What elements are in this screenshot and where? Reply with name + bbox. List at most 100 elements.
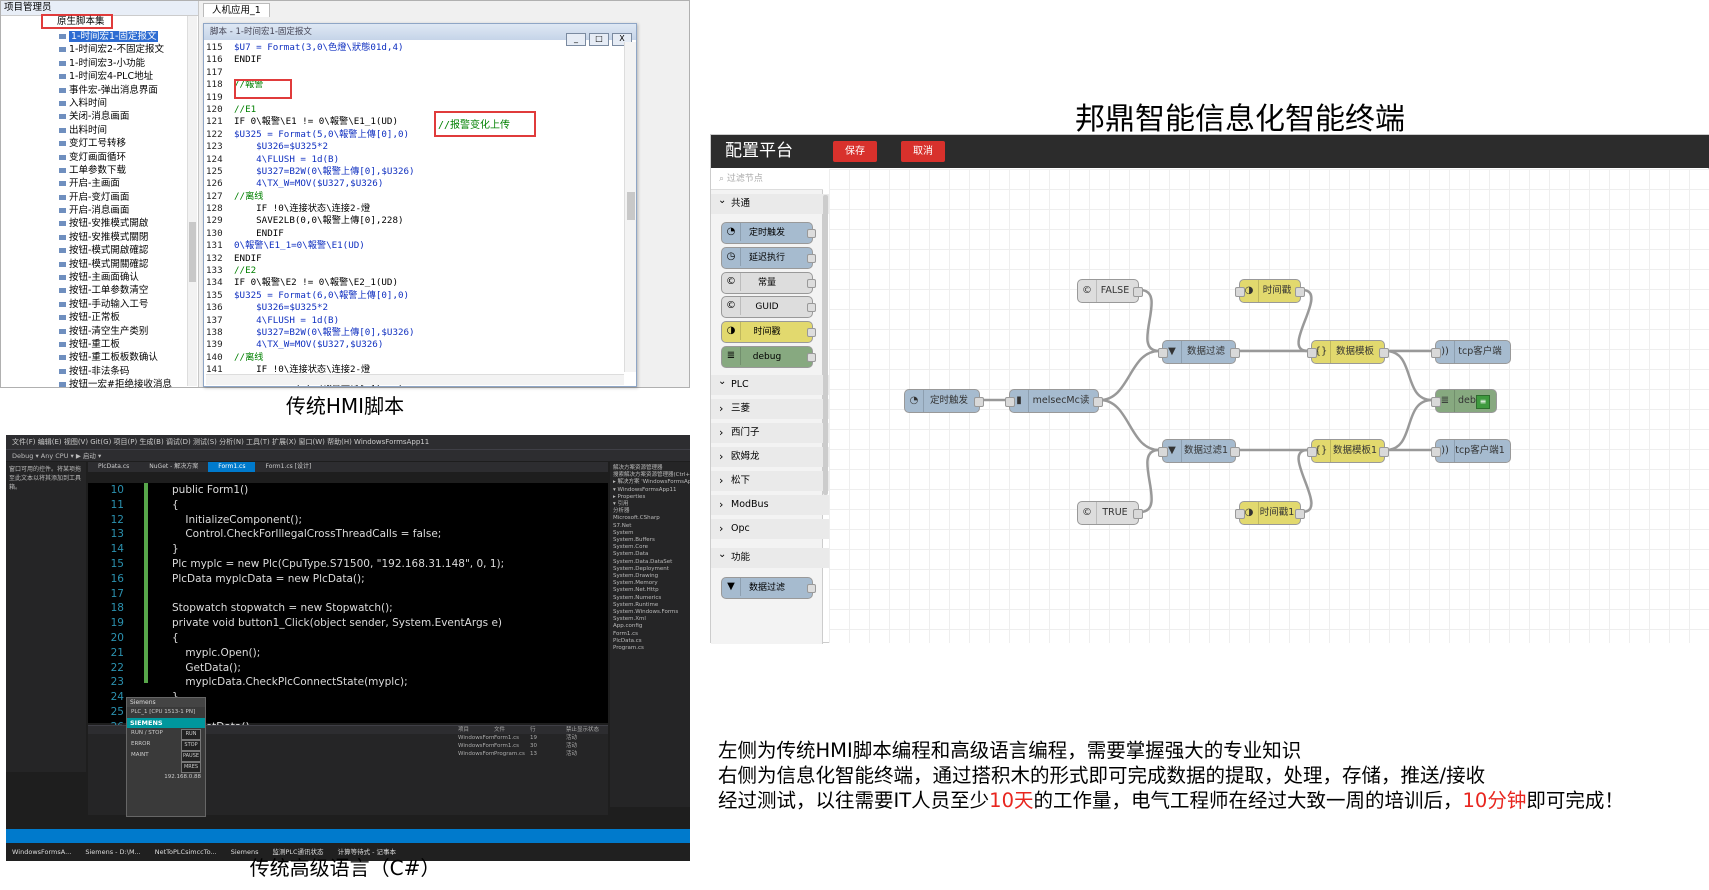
palette-scrollbar[interactable] xyxy=(823,195,828,495)
solution-item[interactable]: Program.cs xyxy=(613,645,644,652)
solution-item[interactable]: System.Data xyxy=(613,551,649,558)
output-port[interactable] xyxy=(1379,447,1389,457)
palette-category[interactable]: 共通 xyxy=(711,191,835,214)
wire-true-filter2[interactable] xyxy=(1139,448,1160,514)
tree-item[interactable]: 按钮-模式開啟確認 xyxy=(1,244,198,257)
palette-category[interactable]: 西门子 xyxy=(711,423,835,443)
tree-item[interactable]: 按钮-非法条码 xyxy=(1,365,198,378)
taskbar-item[interactable]: NetToPLCsimccTo... xyxy=(154,848,217,856)
solution-item[interactable]: System.Net.Http xyxy=(613,587,659,594)
vs-menu-bar[interactable]: 文件(F) 编辑(E) 视图(V) Git(G) 项目(P) 生成(B) 调试(… xyxy=(6,435,690,449)
flow-node-ts1[interactable]: ◑时间戳 xyxy=(1235,279,1305,303)
tree-item[interactable]: 按钮-清空生产类别 xyxy=(1,325,198,338)
tree-item[interactable]: 关闭-消息画面 xyxy=(1,110,198,123)
solution-item[interactable]: ▾ WindowsFormsApp11 xyxy=(613,486,677,493)
taskbar-item[interactable]: Siemens - D:\M... xyxy=(85,848,141,856)
tree-item[interactable]: 1-时间宏4-PLC地址 xyxy=(1,70,198,83)
taskbar-item[interactable]: 计算等待式 - 记事本 xyxy=(337,848,397,856)
wire-melsec-filter2[interactable] xyxy=(1099,398,1160,452)
tree-root-node[interactable]: 原生脚本集 xyxy=(41,14,113,29)
plcsim-mode-button[interactable]: STOP xyxy=(181,740,201,751)
tree-scrollbar[interactable] xyxy=(187,16,197,386)
input-port[interactable] xyxy=(1431,348,1441,358)
taskbar-item[interactable]: WindowsFormsA... xyxy=(12,848,72,856)
solution-item[interactable]: System.Core xyxy=(613,544,648,551)
wire-ts1-tpl1[interactable] xyxy=(1297,288,1313,353)
flow-node-false[interactable]: ©FALSE xyxy=(1077,279,1143,303)
tree-item[interactable]: 事件宏-弹出消息界面 xyxy=(1,84,198,97)
palette-category[interactable]: ModBus xyxy=(711,495,835,515)
flow-node-tcp2[interactable]: ))tcp客户端1 xyxy=(1431,439,1511,463)
palette-category[interactable]: 欧姆龙 xyxy=(711,447,835,467)
solution-item[interactable]: System.Deployment xyxy=(613,565,669,572)
taskbar-item[interactable]: Siemens xyxy=(230,848,259,856)
solution-item[interactable]: Microsoft.CSharp xyxy=(613,515,660,522)
flow-node-trigger[interactable]: ◔定时触发 xyxy=(904,389,984,413)
tree-item[interactable]: 入料时间 xyxy=(1,97,198,110)
vs-toolbar[interactable]: Debug ▾ Any CPU ▾ ▶ 启动 ▾ xyxy=(6,449,690,461)
input-port[interactable] xyxy=(1158,348,1168,358)
palette-category[interactable]: Opc xyxy=(711,519,835,539)
vs-tab[interactable]: Form1.cs [设计] xyxy=(265,463,312,470)
palette-category[interactable]: PLC xyxy=(711,372,835,395)
palette-node[interactable]: ≣debug xyxy=(721,346,816,368)
output-port[interactable] xyxy=(1295,287,1305,297)
flow-node-tpl1[interactable]: {}数据模板 xyxy=(1307,340,1389,364)
tree-item[interactable]: 1-时间宏1-固定报文 xyxy=(1,30,198,43)
flow-node-filter1[interactable]: ▼数据过滤 xyxy=(1158,340,1240,364)
solution-item[interactable]: System.Buffers xyxy=(613,537,655,544)
output-port[interactable] xyxy=(1379,348,1389,358)
output-port[interactable] xyxy=(1295,509,1305,519)
tree-item[interactable]: 按钮-重工板 xyxy=(1,338,198,351)
input-port[interactable] xyxy=(1307,348,1317,358)
tree-item[interactable]: 开启-主画面 xyxy=(1,177,198,190)
save-button[interactable]: 保存 xyxy=(833,141,877,162)
tree-item[interactable]: 按钮-重工板板数确认 xyxy=(1,351,198,364)
tree-item[interactable]: 1-时间宏2-不固定报文 xyxy=(1,43,198,56)
solution-item[interactable]: Form1.cs xyxy=(613,630,638,637)
solution-item[interactable]: System.Data.DataSet xyxy=(613,558,673,565)
output-port[interactable] xyxy=(1133,287,1143,297)
flow-node-debug[interactable]: ≣debug≡ xyxy=(1431,389,1497,413)
flow-workspace[interactable]: ◔定时触发▮melsecMc读©FALSE©TRUE▼数据过滤▼数据过滤1◑时间… xyxy=(829,169,1709,643)
palette-category[interactable]: 三菱 xyxy=(711,399,835,419)
maximize-button[interactable]: □ xyxy=(589,33,609,46)
flow-node-tcp1[interactable]: ))tcp客户端 xyxy=(1431,340,1511,364)
wire-tpl1-debug[interactable] xyxy=(1385,349,1433,402)
plcsim-mode-button[interactable]: PAUSE xyxy=(181,751,201,762)
wire-tpl2-debug[interactable] xyxy=(1385,398,1433,452)
solution-item[interactable]: System.Xml xyxy=(613,616,646,623)
tree-item[interactable]: 变灯工号转移 xyxy=(1,137,198,150)
vs-code-editor[interactable]: 1011121314151617181920212223242526 publi… xyxy=(88,483,608,733)
palette-node[interactable]: ©GUID xyxy=(721,296,816,318)
debug-toggle-icon[interactable]: ≡ xyxy=(1476,395,1490,409)
input-port[interactable] xyxy=(1158,447,1168,457)
wire-melsec-filter1[interactable] xyxy=(1099,349,1160,402)
palette-node[interactable]: ◑时间戳 xyxy=(721,321,816,343)
output-port[interactable] xyxy=(974,397,984,407)
tree-item[interactable]: 按钮-主画面确认 xyxy=(1,271,198,284)
palette-node[interactable]: ◔定时触发 xyxy=(721,222,816,244)
solution-item[interactable]: ▾ 引用 xyxy=(613,501,629,508)
solution-item[interactable]: System.Numerics xyxy=(613,594,662,601)
tree-item[interactable]: 出料时间 xyxy=(1,124,198,137)
solution-item[interactable]: ▸ Properties xyxy=(613,493,646,500)
flow-node-ts2[interactable]: ◑时间戳1 xyxy=(1235,501,1305,525)
vs-tab[interactable]: Form1.cs xyxy=(208,462,256,472)
wire-false-filter1[interactable] xyxy=(1139,288,1160,353)
palette-node[interactable]: ©常量 xyxy=(721,272,816,294)
solution-item[interactable]: PlcData.cs xyxy=(613,637,642,644)
solution-item[interactable]: S7.Net xyxy=(613,522,632,529)
solution-item[interactable]: 搜索解决方案资源管理器(Ctrl+;) xyxy=(613,472,690,479)
solution-item[interactable]: ▸ 解决方案 'WindowsFormsApp11' xyxy=(613,479,690,486)
vs-tab[interactable]: NuGet - 解决方案 xyxy=(149,463,199,470)
solution-item[interactable]: System xyxy=(613,529,634,536)
tree-item[interactable]: 开启-消息画面 xyxy=(1,204,198,217)
tree-item[interactable]: 按钮-模式開關確認 xyxy=(1,258,198,271)
flow-node-true[interactable]: ©TRUE xyxy=(1077,501,1143,525)
input-port[interactable] xyxy=(1431,447,1441,457)
input-port[interactable] xyxy=(1235,287,1245,297)
